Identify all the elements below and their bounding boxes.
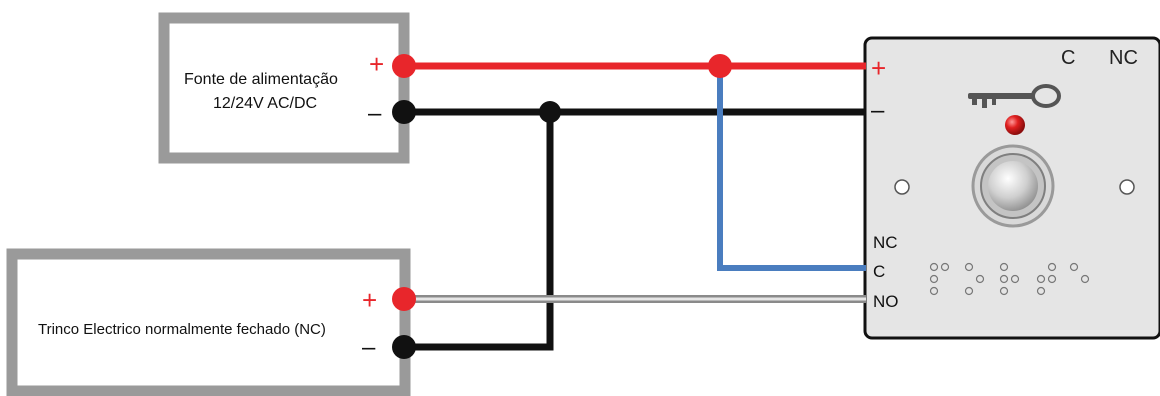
supply-positive-terminal [392, 54, 416, 78]
supply-negative-terminal [392, 100, 416, 124]
panel-c-label: C [1061, 47, 1075, 69]
wires [404, 62, 866, 351]
terminals [392, 54, 732, 359]
access-controller-panel: C NC + – NC C NO [863, 36, 1160, 340]
terminal-nc-label: NC [873, 233, 898, 252]
lock-plus-sign: + [362, 285, 377, 315]
power-supply-minus-sign: – [368, 100, 382, 127]
lock-minus-sign: – [362, 334, 376, 361]
positive-junction [708, 54, 732, 78]
lock-negative-wire [404, 112, 554, 351]
panel-minus-terminal: – [871, 97, 885, 124]
power-supply-box: Fonte de alimentação 12/24V AC/DC + – [158, 12, 410, 164]
power-supply-plus-sign: + [369, 49, 384, 79]
power-supply-title: Fonte de alimentação [184, 71, 338, 88]
lock-negative-terminal [392, 335, 416, 359]
panel-plus-terminal: + [871, 53, 886, 83]
lock-positive-terminal [392, 287, 416, 311]
mounting-hole-right [1119, 179, 1135, 195]
mounting-hole-left [894, 179, 910, 195]
panel-nc-label: NC [1109, 47, 1138, 69]
relay-common-wire [717, 66, 866, 271]
braille-dots-icon [929, 262, 1090, 296]
electric-lock-label: Trinco Electrico normalmente fechado (NC… [38, 321, 326, 338]
terminal-c-label: C [873, 262, 885, 281]
electric-lock-box: Trinco Electrico normalmente fechado (NC… [6, 248, 411, 396]
status-led-icon [1005, 115, 1025, 135]
negative-junction [539, 101, 561, 123]
push-button [971, 144, 1055, 228]
power-supply-voltage: 12/24V AC/DC [213, 95, 317, 112]
terminal-no-label: NO [873, 292, 899, 311]
key-icon [968, 84, 1061, 108]
